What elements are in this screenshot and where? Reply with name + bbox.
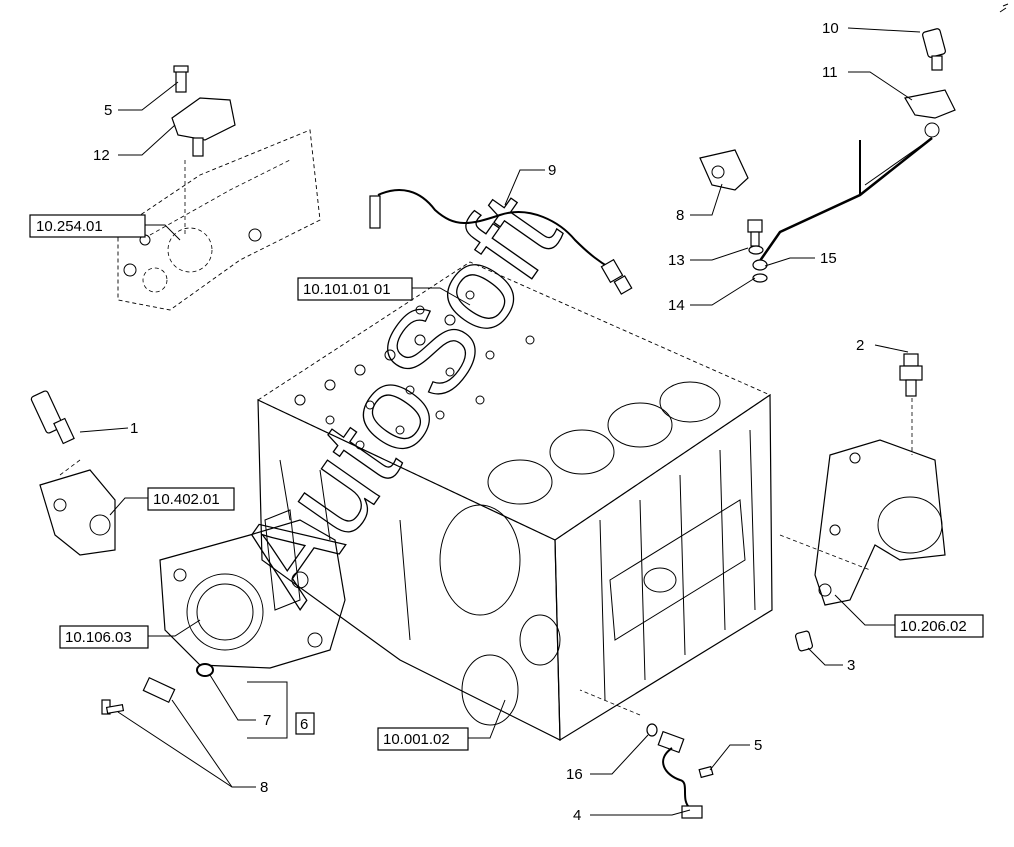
oil-pipe-icon	[753, 137, 933, 269]
timing-cover-icon	[159, 509, 346, 669]
callout-2: 2	[856, 337, 864, 354]
leader-lines	[79, 27, 921, 816]
ref-10-106-03: 10.106.03	[65, 629, 132, 646]
sensor-icon	[30, 390, 75, 445]
callout-4: 4	[573, 807, 581, 824]
ref-box-10-402-01	[147, 487, 235, 511]
callout-8-top: 8	[676, 207, 684, 224]
callout-13: 13	[668, 252, 685, 269]
callout-14: 14	[668, 297, 685, 314]
callout-3: 3	[847, 657, 855, 674]
oil-pressure-sender-icon	[904, 28, 956, 138]
ref-10-206-02: 10.206.02	[900, 618, 967, 635]
callout-6: 6	[300, 716, 308, 733]
oil-pump-bracket-icon	[779, 439, 946, 606]
ref-box-10-106-03	[59, 625, 149, 649]
ref-box-10-101-01-01	[297, 277, 413, 301]
ref-10-254-01: 10.254.01	[36, 218, 103, 235]
thermostat-housing-icon	[39, 459, 116, 556]
callout-11: 11	[822, 64, 838, 81]
callout-15: 15	[820, 250, 837, 267]
engine-block-icon	[257, 261, 773, 742]
callout-6-box	[295, 712, 315, 735]
exhaust-temp-sensor-icon	[369, 189, 633, 295]
reference-boxes: 10.254.01 10.101.01 01 10.402.01 10.106.…	[29, 214, 984, 751]
callout-12: 12	[93, 147, 110, 164]
callout-1: 1	[130, 420, 138, 437]
pressure-switch-icon	[899, 353, 923, 455]
bracket-icon	[699, 149, 749, 191]
ref-box-10-254-01	[29, 214, 146, 238]
ref-10-402-01: 10.402.01	[153, 491, 220, 508]
corner-mark-icon	[999, 3, 1009, 13]
callout-10: 10	[822, 20, 839, 37]
ref-10-001-02: 10.001.02	[383, 731, 450, 748]
crank-sensor-icon	[579, 689, 714, 819]
plug-icon	[794, 630, 814, 652]
callout-7: 7	[263, 712, 271, 729]
callout-labels: 1 2 3 4 5 5 7 8 8 9 10 11 12 13 14 15 16…	[93, 20, 864, 824]
speed-sensor-icon	[101, 676, 176, 715]
ref-box-10-001-02	[377, 727, 469, 751]
callout-9: 9	[548, 162, 556, 179]
callout-5-bottom: 5	[754, 737, 762, 754]
banjo-bolt-icon	[747, 219, 768, 283]
exhaust-manifold-icon	[117, 129, 321, 311]
callout-5-top: 5	[104, 102, 112, 119]
callout-16: 16	[566, 766, 583, 783]
seal-ring-icon	[196, 663, 214, 677]
ref-10-101-01-01: 10.101.01 01	[303, 281, 391, 298]
ref-box-10-206-02	[894, 614, 984, 638]
callout-8-bottom: 8	[260, 779, 268, 796]
map-sensor-icon	[171, 65, 236, 235]
